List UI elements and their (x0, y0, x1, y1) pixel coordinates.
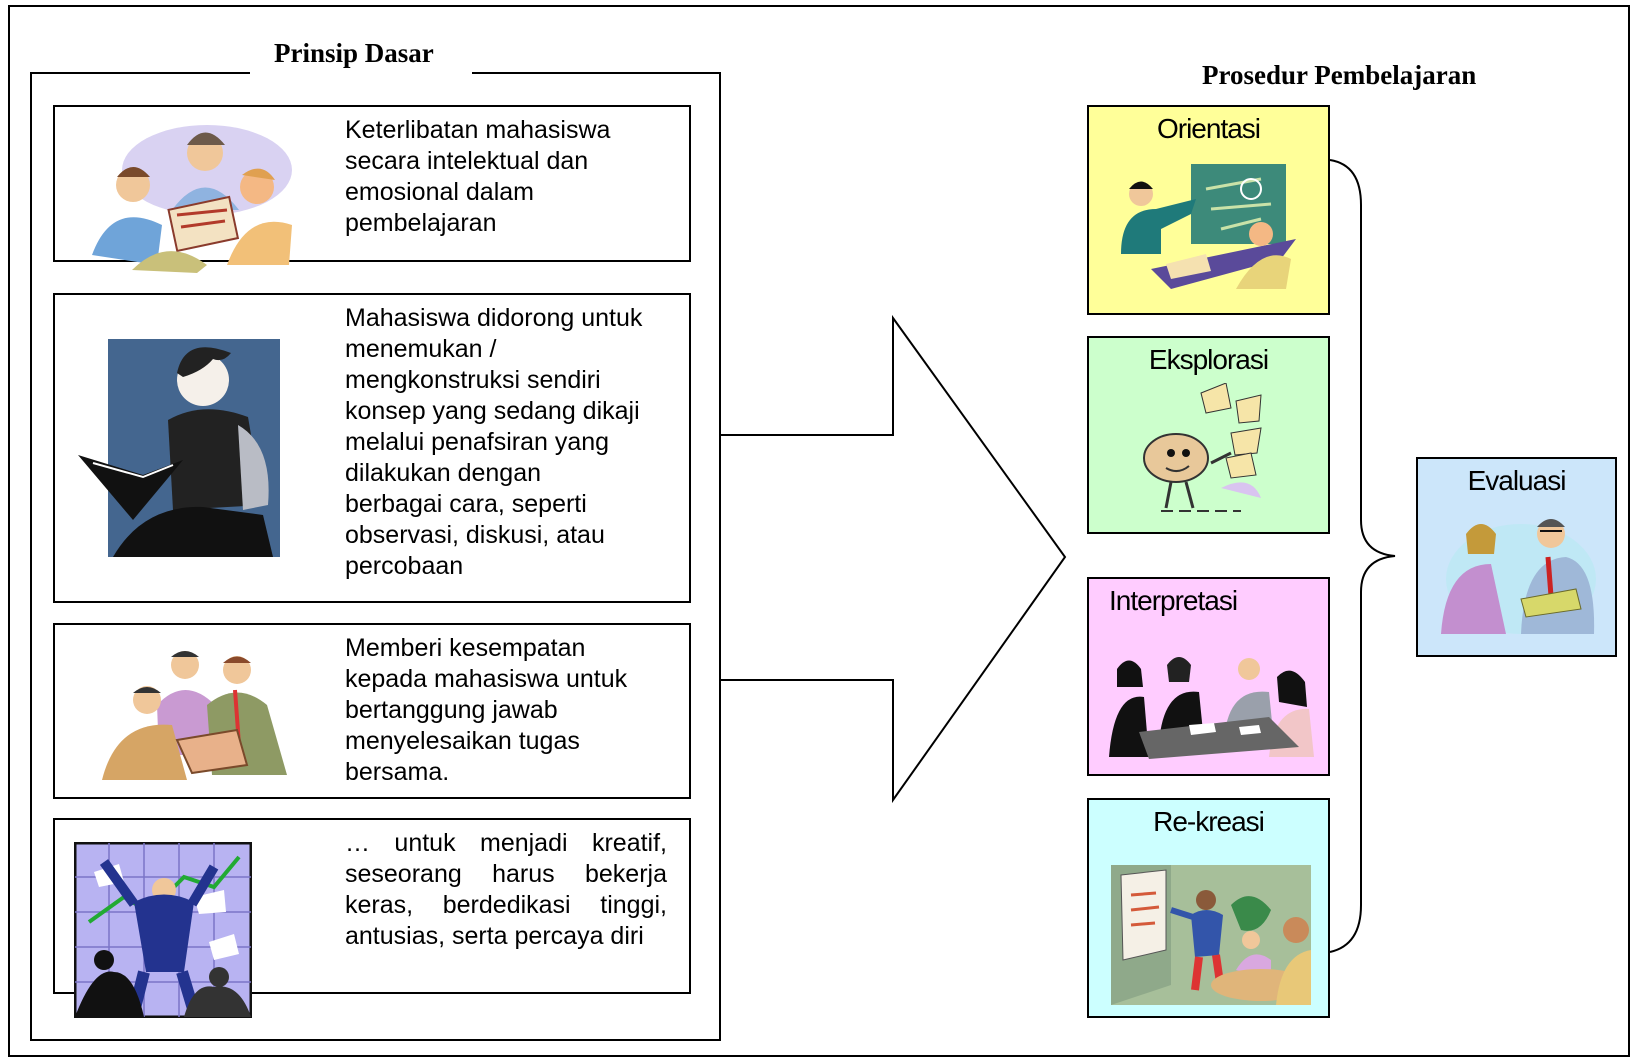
outer-frame (8, 5, 1630, 1057)
principle-text-1: Keterlibatan mahasiswa secara intelektua… (345, 116, 611, 237)
step-eksplorasi: Eksplorasi (1087, 336, 1330, 534)
principle-text-2: Mahasiswa didorong untuk menemukan / men… (345, 304, 643, 580)
steps-brace (1329, 159, 1396, 953)
result-label-evaluasi: Evaluasi (1467, 465, 1567, 496)
step-interpretasi: Interpretasi (1087, 577, 1330, 776)
teacher-presentation-icon (1121, 164, 1296, 289)
principle-text-3: Memberi kesempatan kepada mahasiswa untu… (345, 634, 628, 786)
flow-arrow (720, 314, 1067, 804)
procedure-title: Prosedur Pembelajaran (1202, 60, 1477, 91)
team-meeting-icon (102, 651, 287, 780)
success-celebration-icon (74, 842, 252, 1018)
reviewing-document-icon (1441, 519, 1596, 634)
group-discussion-icon (92, 125, 292, 273)
result-evaluasi: Evaluasi (1416, 457, 1617, 657)
principles-title: Prinsip Dasar (265, 38, 443, 69)
step-label-orientasi: Orientasi (1156, 113, 1261, 144)
flipchart-presentation-icon (1111, 865, 1311, 1005)
exploring-character-icon (1143, 383, 1262, 512)
principle-item-2: Mahasiswa didorong untuk menemukan / men… (53, 293, 691, 603)
principles-frame (30, 72, 721, 1041)
reading-student-icon (78, 339, 280, 557)
step-label-rekreasi: Re-kreasi (1153, 806, 1265, 837)
principle-text-4: … untuk menjadi kreatif, seseorang harus… (345, 829, 667, 950)
step-label-eksplorasi: Eksplorasi (1148, 344, 1269, 375)
meeting-table-icon (1109, 657, 1314, 759)
principle-item-1: Keterlibatan mahasiswa secara intelektua… (53, 105, 691, 273)
step-label-interpretasi: Interpretasi (1109, 585, 1238, 616)
step-rekreasi: Re-kreasi (1087, 798, 1330, 1018)
step-orientasi: Orientasi (1087, 105, 1330, 315)
principle-item-3: Memberi kesempatan kepada mahasiswa untu… (53, 623, 691, 799)
